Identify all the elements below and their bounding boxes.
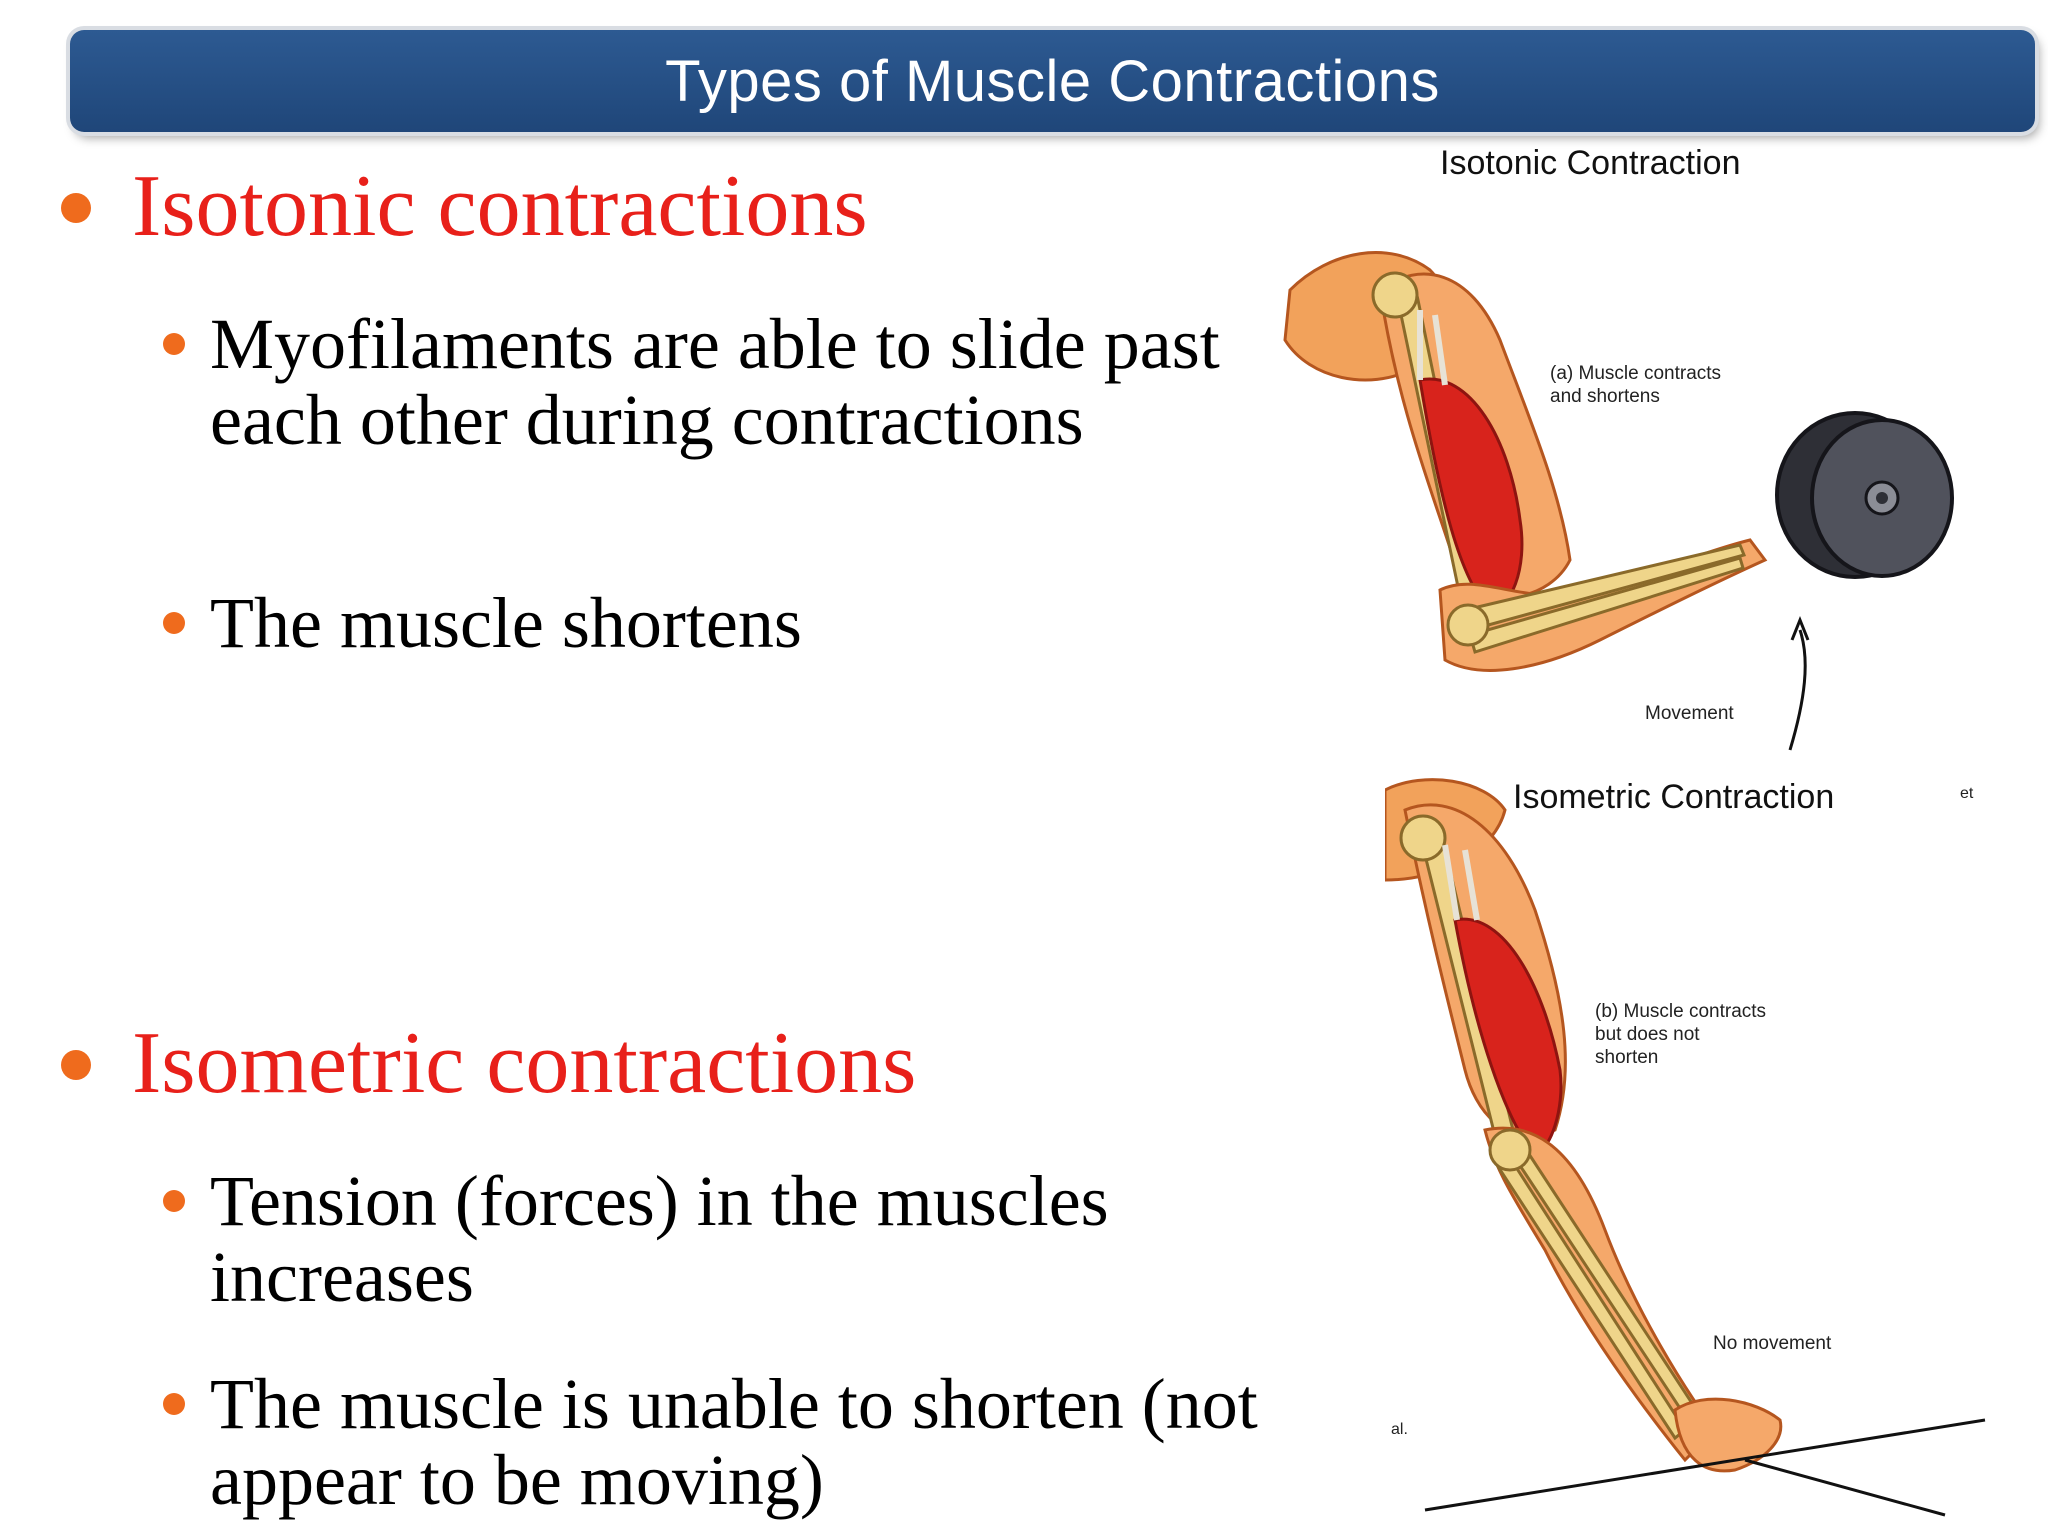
isometric-heading: Isometric contractions [132, 1015, 917, 1112]
bullet-icon [163, 1393, 185, 1415]
isometric-figure-title: Isometric Contraction [1513, 778, 1835, 816]
isometric-point-1: Tension (forces) in the muscles increase… [210, 1161, 1109, 1317]
movement-label: Movement [1645, 703, 1734, 724]
isometric-figure: Isometric Contraction (b) Muscle contrac… [1383, 770, 2005, 1520]
isotonic-figure: Isotonic Contraction (a) Muscle contract… [1270, 140, 1970, 760]
isotonic-figure-title: Isotonic Contraction [1440, 144, 1741, 182]
extended-arm-illustration [1383, 778, 1986, 1517]
isotonic-point-1: Myofilaments are able to slide past each… [210, 304, 1220, 460]
bullet-icon [61, 1050, 91, 1080]
bullet-icon [163, 1190, 185, 1212]
bullet-icon [61, 193, 91, 223]
isotonic-point-2: The muscle shortens [210, 583, 802, 663]
isometric-point-2: The muscle is unable to shorten (not app… [210, 1364, 1258, 1520]
slide-title-bar: Types of Muscle Contractions [70, 30, 2035, 132]
fragment-et: et [1960, 785, 1974, 802]
fragment-al: al. [1391, 1421, 1408, 1438]
isometric-label-b: (b) Muscle contracts but does not shorte… [1595, 1001, 1767, 1068]
bullet-icon [163, 333, 185, 355]
no-movement-label: No movement [1713, 1333, 1832, 1354]
isotonic-heading: Isotonic contractions [132, 158, 868, 255]
isotonic-label-a: (a) Muscle contracts and shortens [1550, 363, 1722, 407]
flexed-arm-illustration [1283, 251, 1954, 751]
bullet-icon [163, 612, 185, 634]
slide-title: Types of Muscle Contractions [665, 48, 1440, 114]
